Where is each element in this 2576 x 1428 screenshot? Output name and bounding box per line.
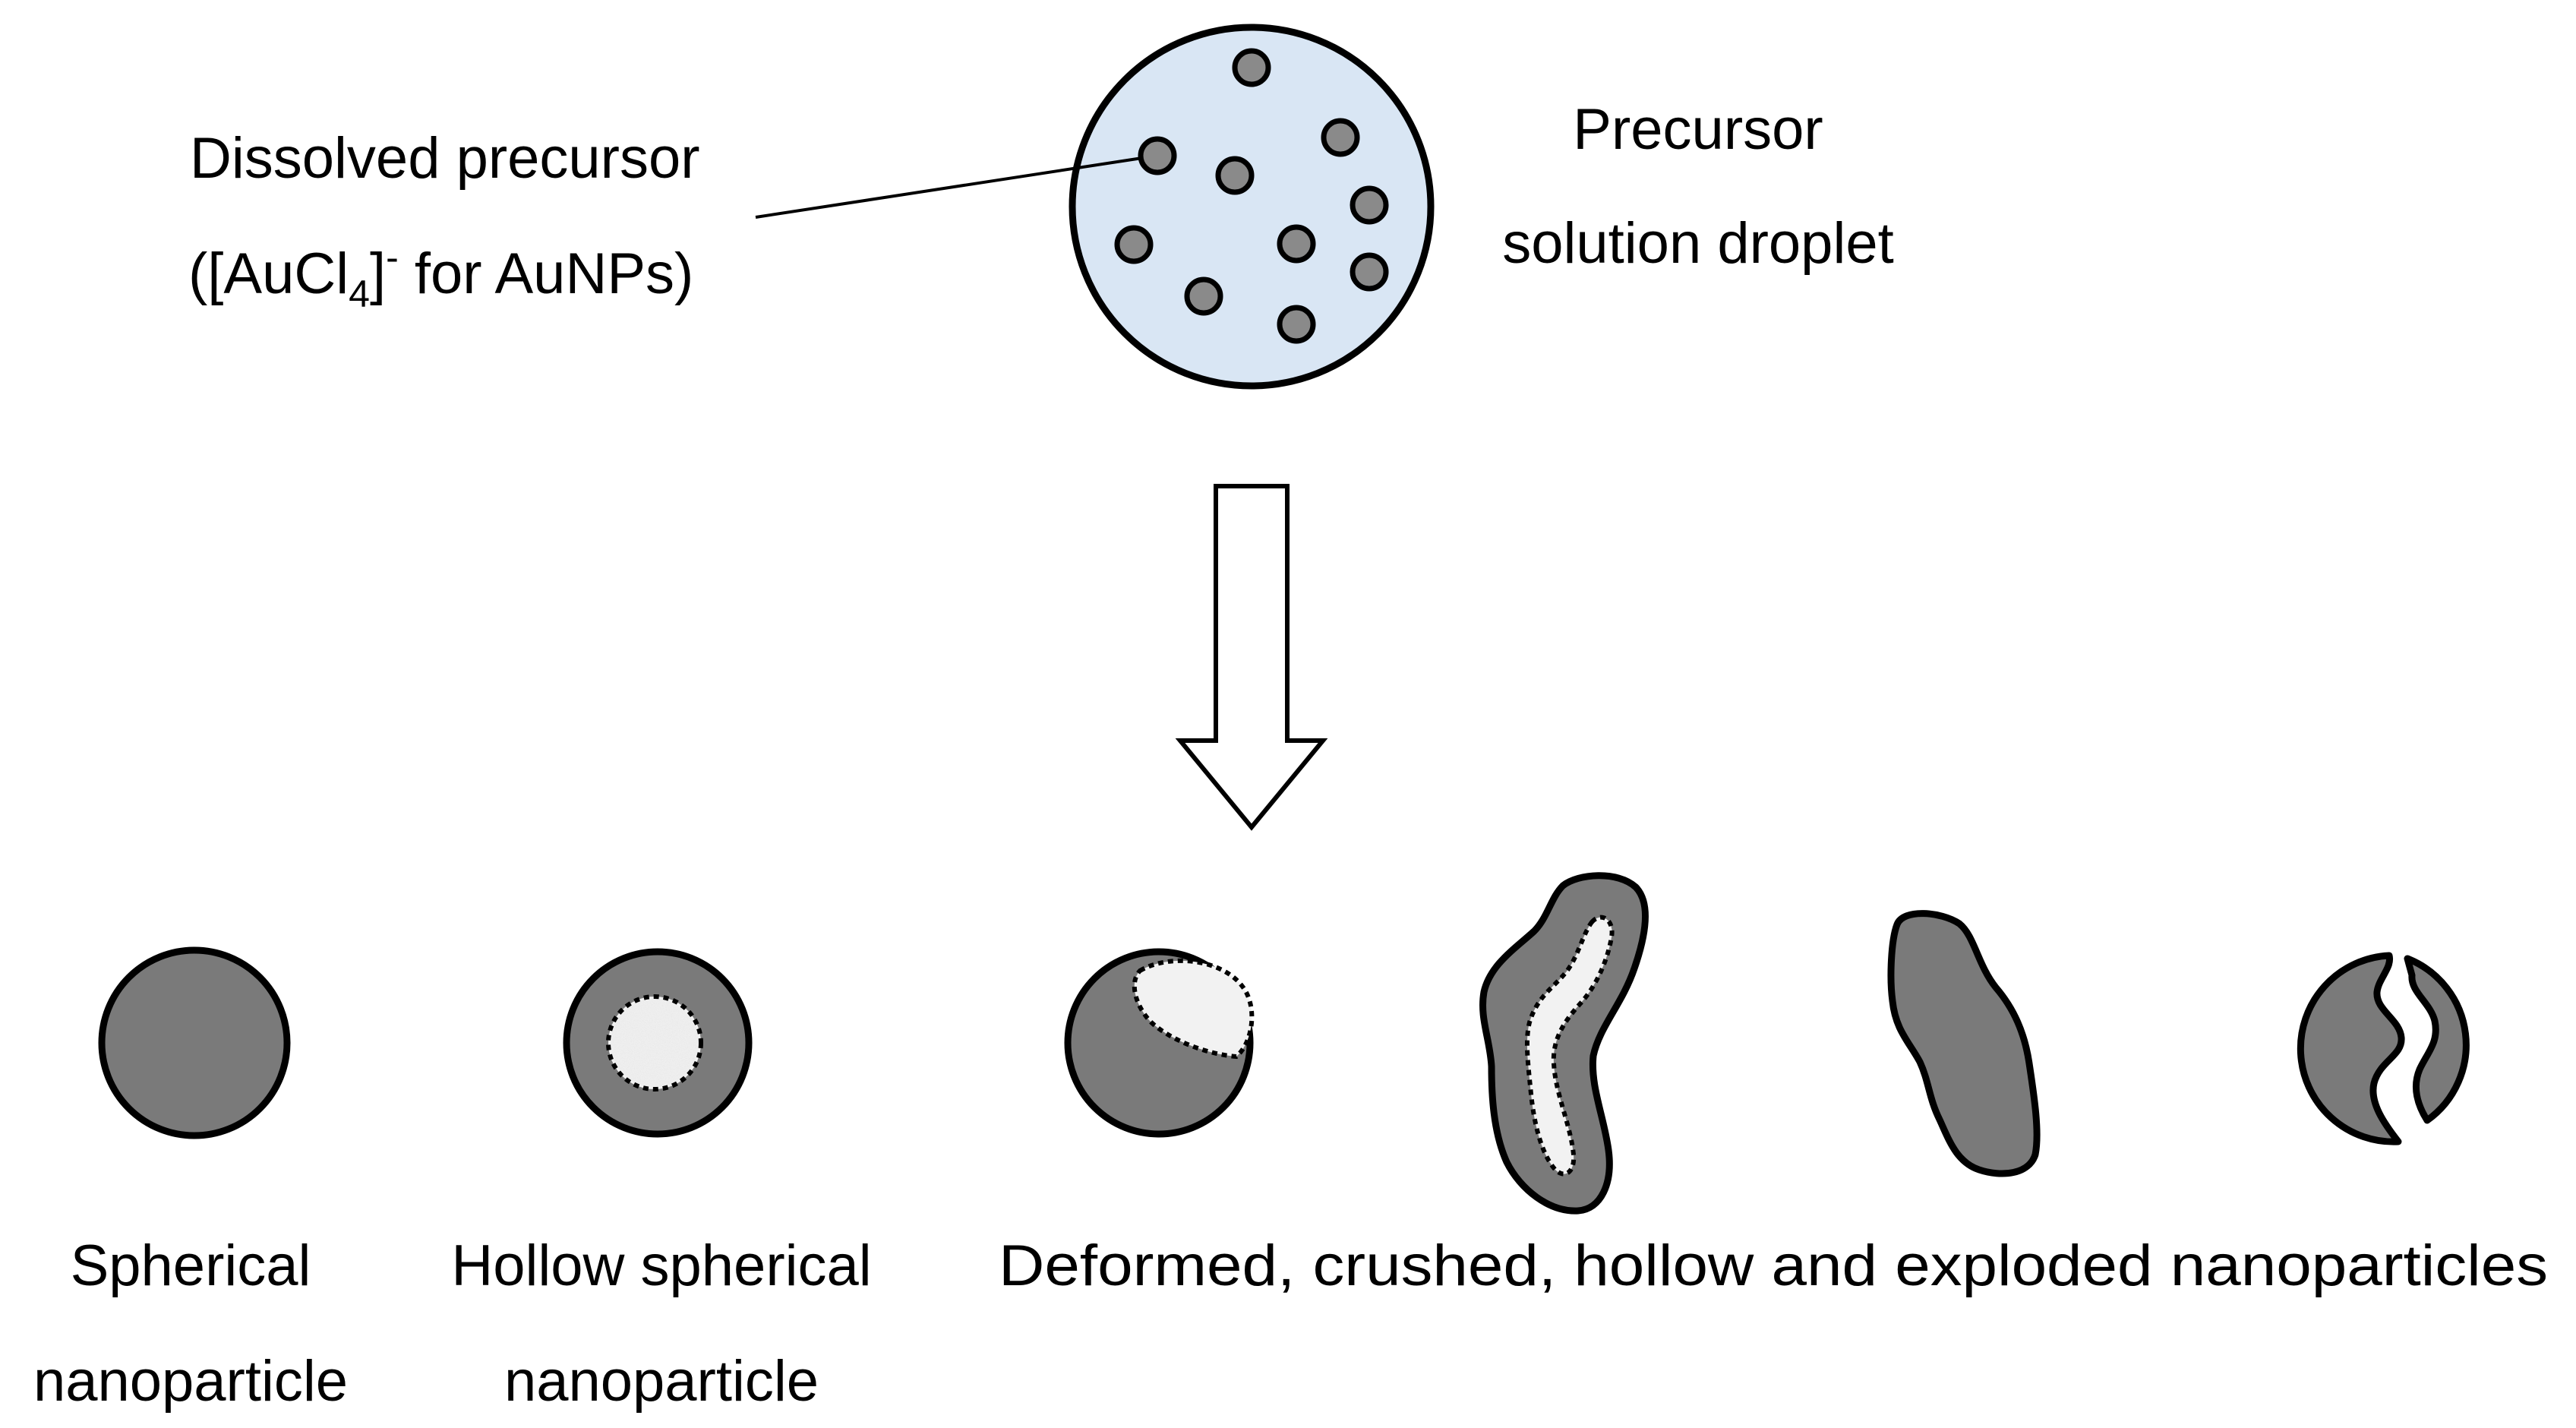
crushed-hollow-nanoparticle [1479, 872, 1649, 1215]
droplet-label-line1: Precursor [1573, 97, 1823, 162]
precursor-dots [1114, 48, 1389, 344]
precursor-dot [1321, 118, 1360, 157]
precursor-dot [1215, 156, 1255, 195]
hollow-sphere-cavity-texture [611, 999, 699, 1087]
exploded-fragment-left [2297, 952, 2405, 1145]
crushed-cavity [1524, 915, 1615, 1177]
droplet-circle [1069, 24, 1435, 390]
other-nanoparticles-label: Deformed, crushed, hollow and exploded n… [999, 1234, 2548, 1298]
hollow-label-line2: nanoparticle [504, 1349, 819, 1414]
spherical-label-line2: nanoparticle [33, 1349, 348, 1414]
precursor-dot [1138, 136, 1177, 175]
precursor-dot [1114, 225, 1154, 264]
precursor-dot [1232, 48, 1271, 87]
precursor-dot [1350, 185, 1389, 225]
precursor-label-line2: ([AuCl4]- for AuNPs) [188, 236, 693, 315]
exploded-nanoparticle [2297, 952, 2470, 1145]
precursor-dot [1277, 224, 1316, 264]
precursor-label-line1: Dissolved precursor [190, 126, 700, 191]
hollow-spherical-nanoparticle [563, 948, 753, 1138]
droplet-label-line2: solution droplet [1502, 211, 1893, 276]
spherical-label-line1: Spherical [71, 1234, 311, 1298]
precursor-leader-line [755, 156, 1143, 219]
deformed-solid-nanoparticle [1887, 910, 2041, 1177]
hollow-label-line1: Hollow spherical [451, 1234, 871, 1298]
precursor-droplet [1069, 24, 1435, 390]
precursor-dot [1277, 305, 1316, 344]
deformed-nanoparticle-offset-cavity [1064, 948, 1255, 1138]
spherical-nanoparticle [98, 946, 291, 1139]
precursor-dot [1350, 252, 1389, 292]
exploded-fragment-right [2404, 955, 2470, 1124]
precursor-dot [1184, 276, 1223, 316]
offset-cavity [1132, 958, 1255, 1060]
down-arrow-icon [1175, 484, 1328, 831]
